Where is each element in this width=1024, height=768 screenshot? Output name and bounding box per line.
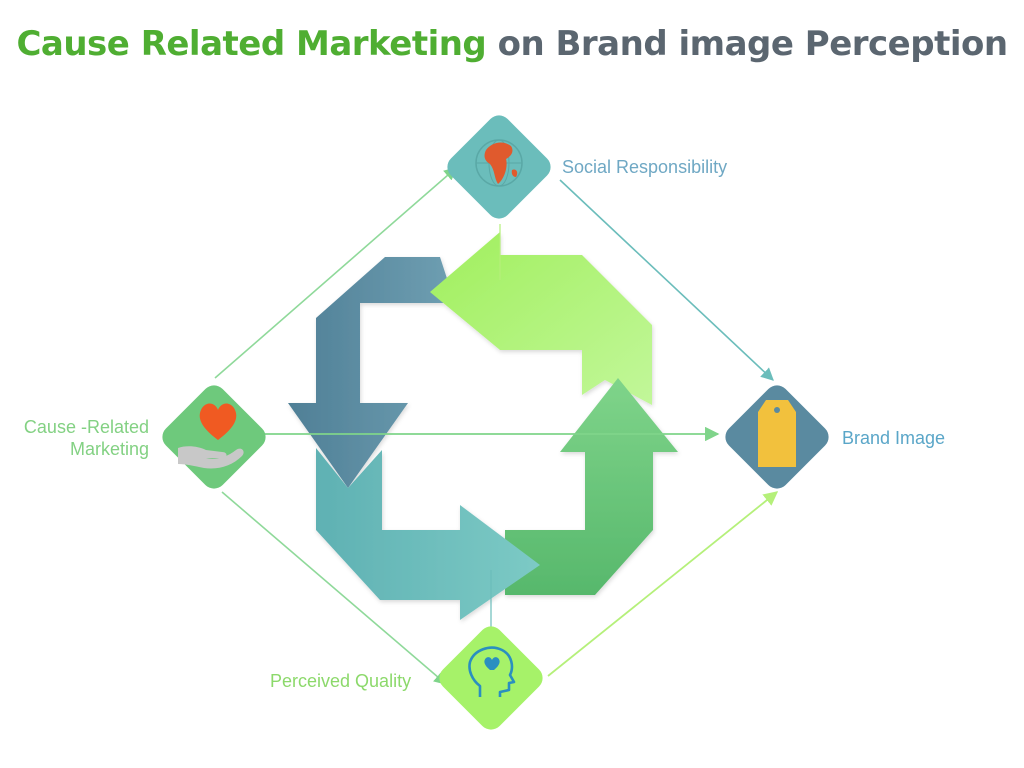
title-highlight: Cause Related Marketing	[16, 24, 487, 64]
cycle-arrow-down	[288, 257, 455, 488]
page-title: Cause Related Marketing on Brand image P…	[0, 24, 1024, 64]
title-rest: on Brand image Perception	[486, 24, 1008, 64]
node-cause-related-marketing[interactable]	[157, 380, 270, 493]
cycle-arrows	[288, 232, 678, 620]
label-social-responsibility: Social Responsibility	[562, 157, 728, 177]
connector-cause-to-quality	[221, 491, 447, 685]
heart-in-hand-icon	[178, 403, 244, 469]
price-tag-icon	[758, 400, 796, 467]
node-cause-diamond	[162, 385, 266, 489]
connector-quality-to-brand	[547, 491, 779, 677]
cycle-arrow-right	[316, 448, 540, 620]
label-brand-image: Brand Image	[842, 428, 946, 448]
node-brand-image[interactable]	[720, 380, 833, 493]
node-perceived-quality[interactable]	[434, 621, 547, 734]
head-with-heart-icon	[468, 646, 516, 697]
node-social-responsibility[interactable]	[442, 110, 555, 223]
cycle-arrow-up	[505, 378, 678, 595]
cycle-arrow-left	[430, 232, 652, 405]
label-cause-line1: Cause -Related	[23, 417, 149, 437]
node-quality-diamond	[439, 626, 543, 730]
globe-icon	[475, 139, 523, 187]
connector-social-to-brand	[559, 179, 774, 381]
label-perceived-quality: Perceived Quality	[270, 671, 412, 691]
label-cause-related-marketing: Cause -Related Marketing	[8, 416, 149, 460]
connector-lines	[214, 167, 779, 685]
label-cause-line2: Marketing	[69, 439, 149, 459]
connector-cause-to-social	[214, 167, 457, 379]
